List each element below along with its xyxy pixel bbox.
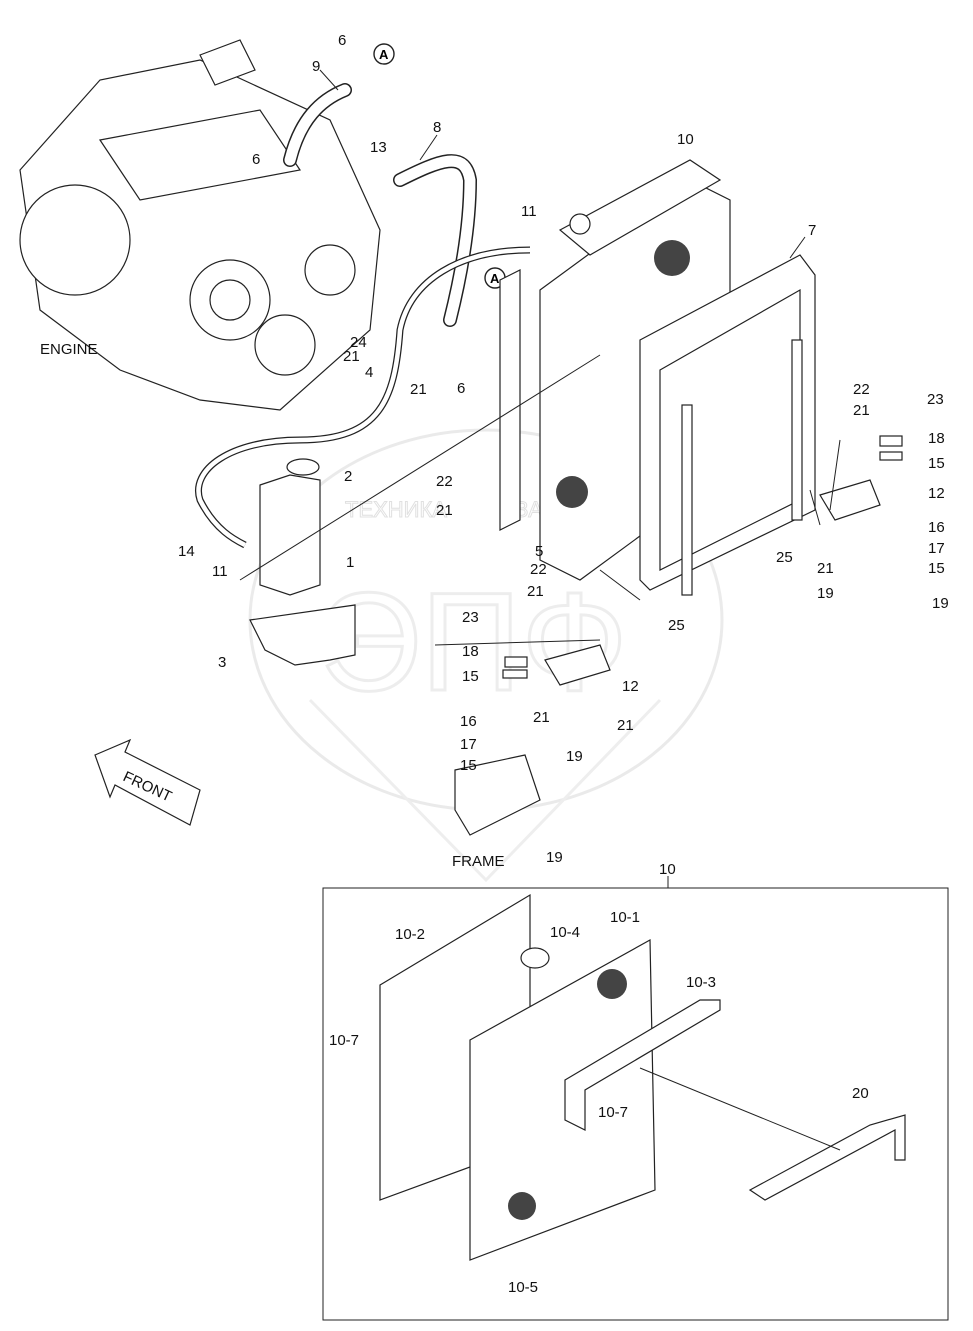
- watermark-left: ТЕХНИКА: [345, 497, 447, 522]
- callout: 6: [457, 380, 465, 397]
- callout: 21: [527, 583, 544, 600]
- callout: 16: [928, 519, 945, 536]
- callout-a-top: A: [373, 43, 395, 65]
- callout: 15: [928, 560, 945, 577]
- engine-label: ENGINE: [40, 341, 98, 358]
- callout: 21: [817, 560, 834, 577]
- callout: 10-1: [610, 909, 640, 926]
- callout: 19: [932, 595, 949, 612]
- callout: 10-5: [508, 1279, 538, 1296]
- callout: 20: [852, 1085, 869, 1102]
- shroud-assembly: [639, 254, 816, 596]
- callout: 21: [436, 502, 453, 519]
- callout: 1: [346, 554, 354, 571]
- frame-label: FRAME: [452, 853, 505, 870]
- callout: 10-7: [598, 1104, 628, 1121]
- callout: 10-3: [686, 974, 716, 991]
- callout: 10: [659, 861, 676, 878]
- callout: 23: [462, 609, 479, 626]
- callout: 17: [460, 736, 477, 753]
- callout: 3: [218, 654, 226, 671]
- callout: 21: [343, 348, 360, 365]
- callout: 10-4: [550, 924, 580, 941]
- callout: 15: [462, 668, 479, 685]
- front-arrow: FRONT: [94, 738, 201, 826]
- callout: 12: [622, 678, 639, 695]
- callout: 12: [928, 485, 945, 502]
- callout: 10-7: [329, 1032, 359, 1049]
- callout: 10: [677, 131, 694, 148]
- callout: 22: [853, 381, 870, 398]
- callout-labels: 6 9 6 8 13 10 11 7 24 21 4 21 6 22 21 23…: [178, 32, 949, 1296]
- callout: 22: [530, 561, 547, 578]
- hoses: [195, 83, 531, 549]
- coolant-reservoir: [249, 458, 356, 666]
- leader-lines: [239, 69, 841, 646]
- callout: 21: [410, 381, 427, 398]
- callout: 19: [817, 585, 834, 602]
- radiator-detail-box: [322, 876, 949, 1321]
- callout: 6: [338, 32, 346, 49]
- callout: 2: [344, 468, 352, 485]
- callout: 11: [521, 203, 537, 220]
- callout: 14: [178, 543, 195, 560]
- callout: 15: [928, 455, 945, 472]
- callout: 25: [776, 549, 793, 566]
- callout: 8: [433, 119, 441, 136]
- callout: 22: [436, 473, 453, 490]
- svg-text:A: A: [490, 271, 500, 286]
- callout: 18: [928, 430, 945, 447]
- callout: 25: [668, 617, 685, 634]
- callout: 4: [365, 364, 373, 381]
- callout: 11: [212, 563, 228, 580]
- svg-text:A: A: [379, 47, 389, 62]
- callout: 19: [546, 849, 563, 866]
- callout: 24: [350, 334, 367, 351]
- callout: 18: [462, 643, 479, 660]
- callout: 17: [928, 540, 945, 557]
- callout: 21: [617, 717, 634, 734]
- callout: 7: [808, 222, 816, 239]
- callout: 13: [370, 139, 387, 156]
- callout: 21: [853, 402, 870, 419]
- callout: 15: [460, 757, 477, 774]
- mounts: [454, 435, 903, 836]
- watermark-logo: ЭПФ: [320, 563, 628, 720]
- callout: 16: [460, 713, 477, 730]
- callout: 9: [312, 58, 320, 75]
- callout: 21: [533, 709, 550, 726]
- watermark: ТЕХНИКА ЗАПЧАСТИ ЭПФ: [248, 428, 724, 883]
- callout: 10-2: [395, 926, 425, 943]
- callout: 19: [566, 748, 583, 765]
- callout: 23: [927, 391, 944, 408]
- callout: 5: [535, 543, 543, 560]
- callout: 6: [252, 151, 260, 168]
